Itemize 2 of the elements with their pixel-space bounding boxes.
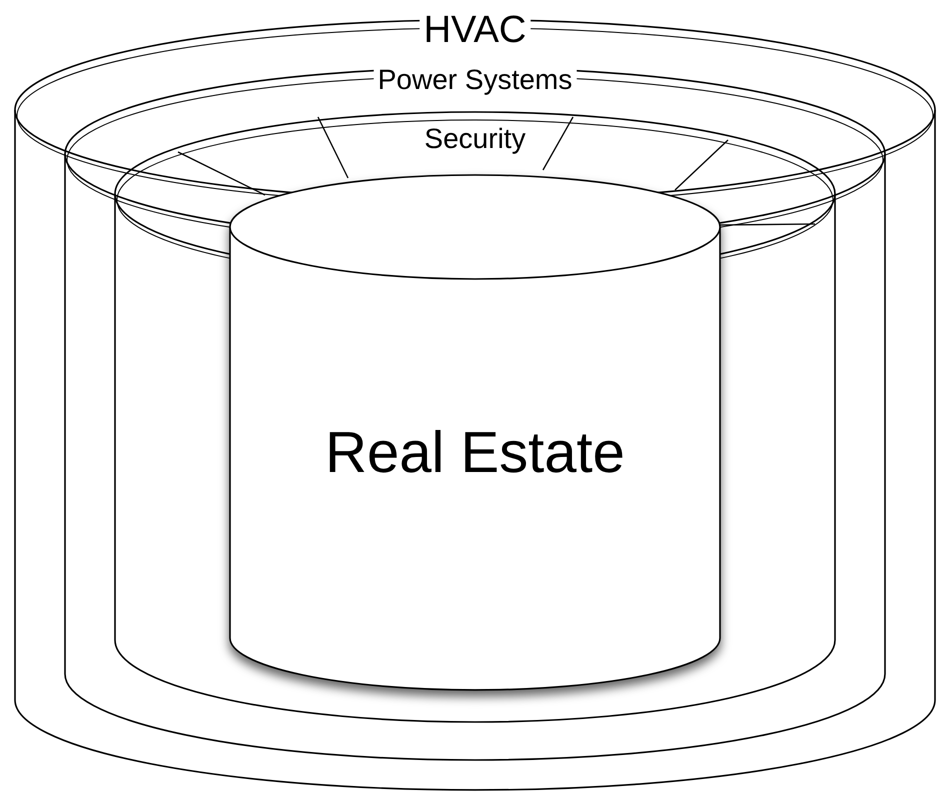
layer-label: Real Estate: [324, 420, 626, 484]
layer-label: Power Systems: [374, 65, 576, 96]
